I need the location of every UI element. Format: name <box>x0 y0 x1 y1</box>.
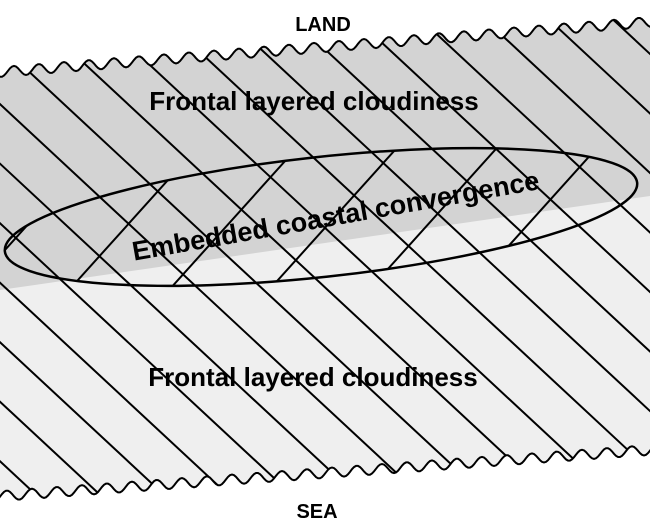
hatch-line <box>0 18 385 502</box>
hatch-line <box>527 18 650 502</box>
land-label: LAND <box>295 14 351 36</box>
hatch-line <box>399 18 650 502</box>
frontal-lower-label: Frontal layered cloudiness <box>148 362 477 392</box>
hatch-line <box>463 18 650 502</box>
frontal-upper-label: Frontal layered cloudiness <box>149 86 478 116</box>
hatch-line <box>0 18 193 502</box>
convergence-ellipse <box>3 146 639 288</box>
below-sea-background <box>0 446 650 524</box>
above-land-background <box>0 0 650 77</box>
sea-area <box>0 196 650 524</box>
hatch-line <box>0 18 321 502</box>
hatch-line <box>207 18 650 502</box>
hatch-line <box>79 18 641 502</box>
sea-label: SEA <box>296 501 337 523</box>
hatch-line <box>143 18 650 502</box>
bottom-wavy-boundary <box>0 445 650 501</box>
hatch-line <box>0 18 449 502</box>
hatch-line <box>271 18 650 502</box>
hatch-line <box>0 18 513 502</box>
top-wavy-boundary <box>0 17 650 78</box>
hatch-line <box>0 18 257 502</box>
hatch-line <box>0 18 129 502</box>
hatch-line <box>335 18 650 502</box>
